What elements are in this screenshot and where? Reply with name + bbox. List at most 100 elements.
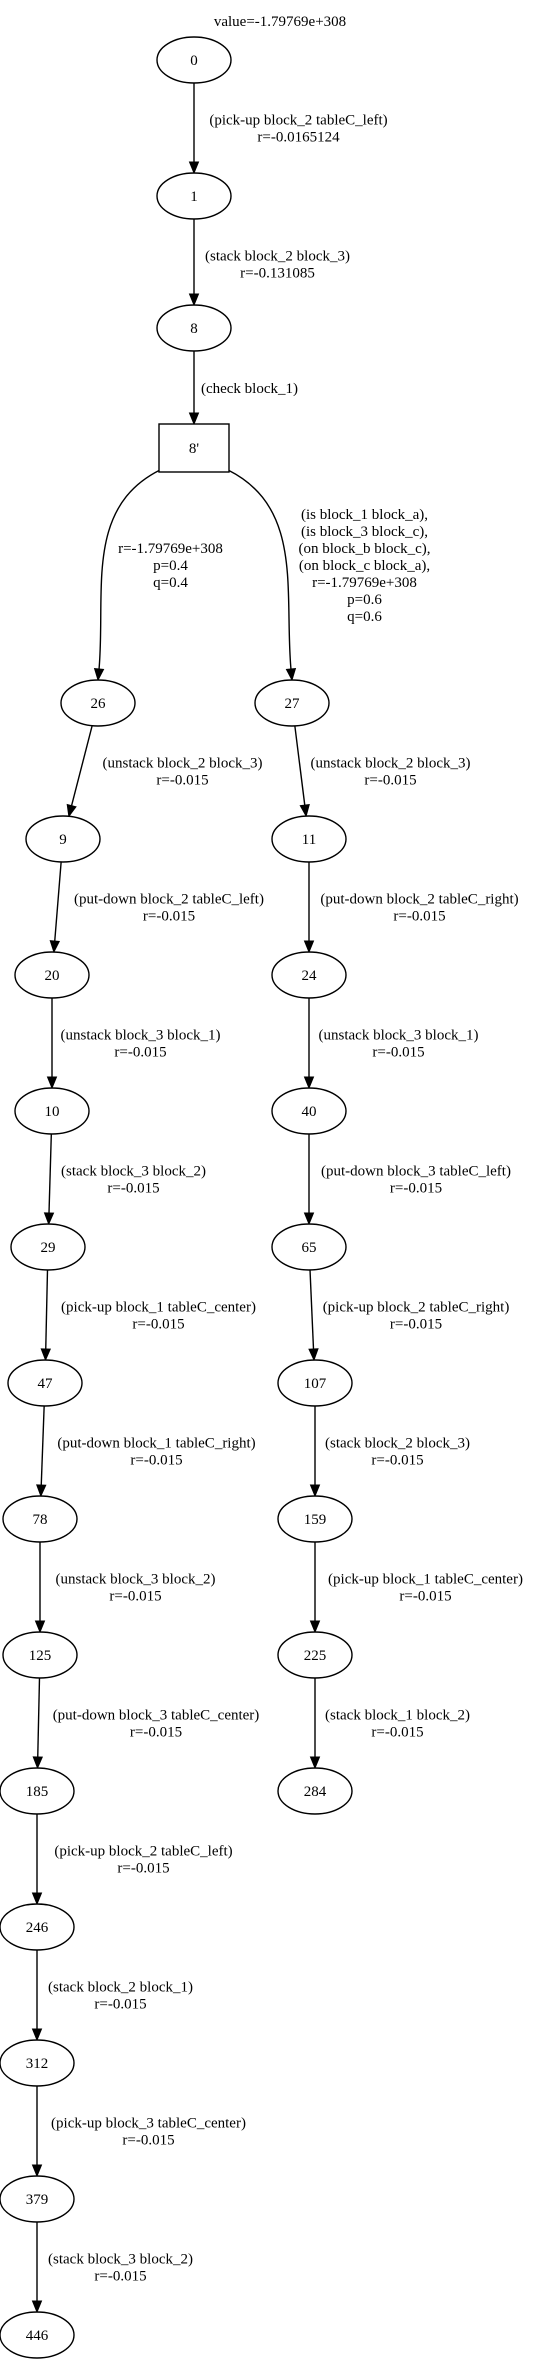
edge-label-line: r=-0.015 <box>94 2269 146 2285</box>
node-ellipse <box>60 679 136 727</box>
node-ellipse <box>156 36 232 84</box>
node-246: 246 <box>0 1903 75 1951</box>
edge-label-line: (stack block_2 block_3) <box>205 249 350 265</box>
edge-line <box>53 861 62 943</box>
arrowhead <box>308 1348 319 1362</box>
edge-label: (put-down block_2 tableC_right)r=-0.015 <box>320 892 518 925</box>
edge-label-line: (is block_1 block_a), <box>301 507 428 523</box>
edge-label-line: r=-0.015 <box>130 1725 182 1741</box>
edge-label-line: p=0.6 <box>347 592 382 608</box>
edge-label: (pick-up block_3 tableC_center)r=-0.015 <box>51 2116 246 2149</box>
arrowhead <box>309 1484 321 1498</box>
edge-label-line: r=-0.015 <box>143 909 195 925</box>
arrowhead <box>299 804 310 818</box>
edge-label-line: (is block_3 block_c), <box>301 524 428 540</box>
edge-label-line: (pick-up block_1 tableC_center) <box>61 1300 256 1316</box>
arrowhead <box>303 1212 315 1226</box>
node-78: 78 <box>2 1495 78 1543</box>
edge-107-to-159: (stack block_2 block_3)r=-0.015 <box>309 1406 470 1498</box>
edge-label-line: r=-0.015 <box>364 773 416 789</box>
node-24: 24 <box>271 951 347 999</box>
node-0: 0 <box>156 36 232 84</box>
edge-label-line: r=-0.015 <box>156 773 208 789</box>
node-ellipse <box>10 1223 86 1271</box>
node-label: 1 <box>190 189 198 205</box>
edge-label: (stack block_2 block_3)r=-0.131085 <box>205 249 350 282</box>
edge-0-to-1: (pick-up block_2 tableC_left)r=-0.016512… <box>188 83 388 175</box>
node-47: 47 <box>7 1359 83 1407</box>
node-ellipse <box>271 815 347 863</box>
node-label: 47 <box>38 1376 54 1392</box>
edge-label-line: (stack block_2 block_1) <box>48 1980 193 1996</box>
node-label: 379 <box>26 2192 49 2208</box>
node-label: 446 <box>26 2328 49 2344</box>
node-ellipse <box>277 1495 353 1543</box>
arrowhead <box>32 1756 44 1770</box>
arrowhead <box>31 2164 43 2178</box>
node-107: 107 <box>277 1359 353 1407</box>
edge-label: (check block_1) <box>201 381 298 397</box>
node-label: 26 <box>91 696 107 712</box>
edge-8p-to-27: (is block_1 block_a),(is block_3 block_c… <box>227 469 431 682</box>
graph-title: value=-1.79769e+308 <box>214 14 346 30</box>
node-446: 446 <box>0 2311 75 2359</box>
node-ellipse <box>14 951 90 999</box>
arrowhead <box>49 940 61 954</box>
node-label: 8 <box>190 321 198 337</box>
edge-label: (stack block_1 block_2)r=-0.015 <box>325 1708 470 1741</box>
node-284: 284 <box>277 1767 353 1815</box>
arrowhead <box>303 1076 315 1090</box>
node-20: 20 <box>14 951 90 999</box>
arrowhead <box>285 668 297 682</box>
node-ellipse <box>156 172 232 220</box>
node-label: 27 <box>285 696 301 712</box>
edge-label-line: (put-down block_3 tableC_center) <box>53 1708 260 1724</box>
node-label: 24 <box>302 968 318 984</box>
node-label: 9 <box>59 832 67 848</box>
arrowhead <box>31 2300 43 2314</box>
node-ellipse <box>0 2039 75 2087</box>
edge-label: (is block_1 block_a),(is block_3 block_c… <box>298 507 430 625</box>
edge-label-line: r=-0.015 <box>109 1589 161 1605</box>
node-label: 10 <box>45 1104 60 1120</box>
node-label: 125 <box>29 1648 52 1664</box>
node-ellipse <box>0 1767 75 1815</box>
arrowhead <box>66 803 77 818</box>
edge-label-line: r=-0.015 <box>114 1045 166 1061</box>
node-label: 225 <box>304 1648 327 1664</box>
node-ellipse <box>277 1359 353 1407</box>
edge-label: (unstack block_3 block_2)r=-0.015 <box>56 1572 216 1605</box>
edge-label-line: r=-1.79769e+308 <box>312 575 417 591</box>
edge-label-line: (put-down block_1 tableC_right) <box>57 1436 255 1452</box>
edge-line <box>227 469 292 671</box>
edge-label-line: r=-0.015 <box>371 1453 423 1469</box>
edge-11-to-24: (put-down block_2 tableC_right)r=-0.015 <box>303 862 519 954</box>
edge-label-line: (put-down block_2 tableC_left) <box>74 892 264 908</box>
edge-label-line: (unstack block_2 block_3) <box>311 756 471 772</box>
edge-label-line: r=-0.0165124 <box>257 130 340 146</box>
edge-1-to-8: (stack block_2 block_3)r=-0.131085 <box>188 219 350 307</box>
edge-label-line: (pick-up block_1 tableC_center) <box>328 1572 523 1588</box>
edge-26-to-9: (unstack block_2 block_3)r=-0.015 <box>66 725 262 818</box>
edge-label-line: (unstack block_3 block_1) <box>61 1028 221 1044</box>
edge-78-to-125: (unstack block_3 block_2)r=-0.015 <box>34 1542 216 1634</box>
edge-47-to-78: (put-down block_1 tableC_right)r=-0.015 <box>36 1405 256 1498</box>
node-10: 10 <box>14 1087 90 1135</box>
node-ellipse <box>2 1631 78 1679</box>
node-label: 11 <box>302 832 316 848</box>
edge-label-line: r=-0.015 <box>390 1181 442 1197</box>
edge-label-line: r=-0.015 <box>122 2133 174 2149</box>
edge-27-to-11: (unstack block_2 block_3)r=-0.015 <box>294 725 471 818</box>
node-ellipse <box>271 1087 347 1135</box>
node-29: 29 <box>10 1223 86 1271</box>
edge-label-line: q=0.6 <box>347 609 382 625</box>
edge-label: (put-down block_2 tableC_left)r=-0.015 <box>74 892 264 925</box>
edge-label: (unstack block_3 block_1)r=-0.015 <box>319 1028 479 1061</box>
edge-185-to-246: (pick-up block_2 tableC_left)r=-0.015 <box>31 1814 233 1906</box>
node-ellipse <box>0 1903 75 1951</box>
edge-label: (put-down block_1 tableC_right)r=-0.015 <box>57 1436 255 1469</box>
arrowhead <box>46 1076 58 1090</box>
edge-line <box>45 1269 49 1351</box>
